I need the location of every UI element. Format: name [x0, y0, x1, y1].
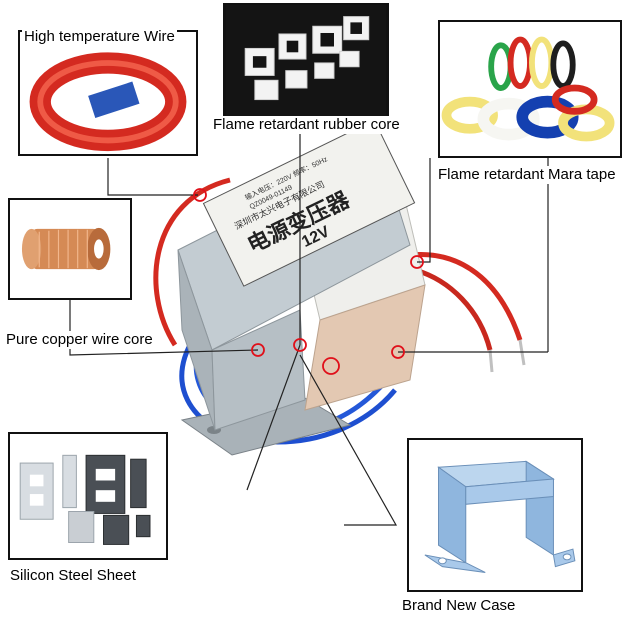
- red-wire-right-2: [414, 267, 493, 351]
- marker-case: [391, 345, 405, 359]
- rubber-core-callout-box: [223, 3, 389, 118]
- mara-tape-image: [441, 36, 615, 142]
- wire-coil-image: [29, 52, 187, 152]
- leader-copper: [69, 300, 259, 356]
- mara-tape-caption: Flame retardant Mara tape: [436, 166, 618, 184]
- copper-caption: Pure copper wire core: [4, 331, 155, 349]
- leader-wire: [107, 158, 198, 196]
- marker-wire: [193, 188, 207, 202]
- marker-circles: [193, 188, 424, 375]
- copper-callout-box: [8, 198, 132, 300]
- coil: [304, 284, 426, 411]
- leader-silicon: [246, 344, 301, 491]
- marker-coil: [322, 357, 340, 375]
- steel-frame-front: [211, 309, 306, 431]
- silicon-steel-image: [19, 454, 151, 545]
- case-caption: Brand New Case: [400, 597, 518, 615]
- marker-mara-tape: [410, 255, 424, 269]
- marker-rubber-core: [293, 338, 307, 352]
- rubber-core-caption: Flame retardant rubber core: [211, 116, 402, 134]
- case-image: [424, 460, 576, 573]
- leader-lines: [69, 118, 549, 526]
- leader-case: [299, 354, 398, 526]
- silicon-steel-callout-box: [8, 432, 168, 560]
- silicon-steel-caption: Silicon Steel Sheet: [8, 567, 138, 585]
- red-wire-right-1: [409, 251, 523, 341]
- rubber-core-image: [225, 5, 387, 116]
- marker-copper: [251, 343, 265, 357]
- leader-mara-tape: [417, 158, 431, 263]
- wire-callout-box: [18, 30, 198, 156]
- wire-caption: High temperature Wire: [22, 28, 177, 46]
- copper-spool-image: [21, 227, 111, 271]
- wire-tip: [488, 349, 494, 373]
- nameplate: 电源变压器 12V 输入电压：220V 频率：50Hz QZ0049-01149…: [202, 119, 416, 287]
- case-callout-box: [407, 438, 583, 592]
- mara-tape-callout-box: [438, 20, 622, 158]
